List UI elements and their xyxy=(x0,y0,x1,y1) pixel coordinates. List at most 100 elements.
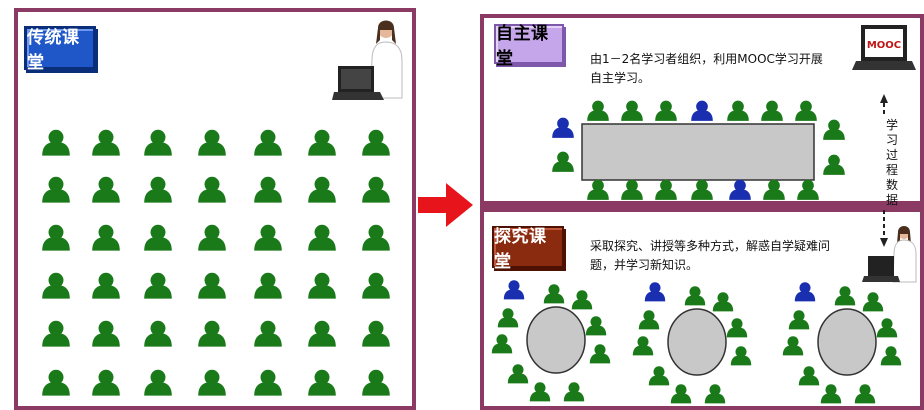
laptop-icon xyxy=(852,25,916,70)
person-icon xyxy=(670,384,692,404)
person-icon xyxy=(834,286,856,306)
leader-person-icon xyxy=(794,282,816,302)
person-icon xyxy=(198,224,226,251)
leader-person-icon xyxy=(644,282,666,302)
round-table xyxy=(526,306,586,374)
round-table xyxy=(817,308,877,376)
person-icon xyxy=(254,176,282,203)
leader-person-icon xyxy=(503,280,525,300)
autonomous-classroom-title: 自主课堂 xyxy=(494,24,564,69)
person-icon xyxy=(362,320,390,347)
person-icon xyxy=(144,369,172,396)
person-icon xyxy=(621,100,643,121)
person-icon xyxy=(880,346,902,366)
person-icon xyxy=(42,129,70,156)
person-icon xyxy=(198,129,226,156)
person-icon xyxy=(308,129,336,156)
person-icon xyxy=(144,176,172,203)
person-icon xyxy=(655,179,677,200)
person-icon xyxy=(42,224,70,251)
person-icon xyxy=(42,320,70,347)
person-icon xyxy=(798,366,820,386)
person-icon xyxy=(587,179,609,200)
learning-data-label: 学习过程数据 xyxy=(885,118,898,207)
person-icon xyxy=(585,316,607,336)
person-icon xyxy=(198,272,226,299)
person-icon xyxy=(254,224,282,251)
person-icon xyxy=(763,179,785,200)
person-icon xyxy=(712,292,734,312)
person-icon xyxy=(820,384,842,404)
person-icon xyxy=(638,310,660,330)
person-icon xyxy=(491,334,513,354)
person-icon xyxy=(854,384,876,404)
person-icon xyxy=(362,272,390,299)
person-icon xyxy=(876,318,898,338)
person-icon xyxy=(308,224,336,251)
person-icon xyxy=(507,364,529,384)
person-icon xyxy=(42,272,70,299)
person-icon xyxy=(797,179,819,200)
round-table xyxy=(667,308,727,376)
person-icon xyxy=(92,320,120,347)
person-icon xyxy=(587,100,609,121)
person-icon xyxy=(621,179,643,200)
leader-person-icon xyxy=(691,100,713,121)
teacher-icon xyxy=(332,20,403,100)
person-icon xyxy=(254,129,282,156)
mooc-label: MOOC xyxy=(867,40,901,51)
person-icon xyxy=(823,154,845,175)
person-icon xyxy=(648,366,670,386)
person-icon xyxy=(823,119,845,140)
person-icon xyxy=(691,179,713,200)
person-icon xyxy=(726,318,748,338)
person-icon xyxy=(92,129,120,156)
inquiry-description: 采取探究、讲授等多种方式，解惑自学疑难问题，并学习新知识。 xyxy=(590,239,831,272)
meeting-table xyxy=(581,123,815,181)
person-icon xyxy=(571,290,593,310)
person-icon xyxy=(144,129,172,156)
person-icon xyxy=(730,346,752,366)
panel-divider xyxy=(482,201,922,212)
teacher-icon xyxy=(862,226,917,283)
person-icon xyxy=(254,272,282,299)
person-icon xyxy=(727,100,749,121)
person-icon xyxy=(198,369,226,396)
person-icon xyxy=(92,224,120,251)
person-icon xyxy=(632,336,654,356)
person-icon xyxy=(144,224,172,251)
person-icon xyxy=(563,382,585,402)
person-icon xyxy=(308,272,336,299)
person-icon xyxy=(362,369,390,396)
person-icon xyxy=(308,369,336,396)
person-icon xyxy=(704,384,726,404)
person-icon xyxy=(254,320,282,347)
leader-person-icon xyxy=(729,179,751,200)
down-arrow-icon xyxy=(880,238,888,247)
person-icon xyxy=(198,176,226,203)
person-icon xyxy=(362,129,390,156)
person-icon xyxy=(198,320,226,347)
person-icon xyxy=(308,320,336,347)
person-icon xyxy=(144,272,172,299)
person-icon xyxy=(655,100,677,121)
person-icon xyxy=(795,100,817,121)
up-arrow-icon xyxy=(880,94,888,103)
person-icon xyxy=(254,369,282,396)
person-icon xyxy=(589,344,611,364)
person-icon xyxy=(92,176,120,203)
person-icon xyxy=(497,308,519,328)
leader-person-icon xyxy=(552,117,574,138)
person-icon xyxy=(782,336,804,356)
right-arrow-icon xyxy=(418,183,473,227)
autonomous-description: 由1－2名学习者组织，利用MOOC学习开展自主学习。 xyxy=(590,52,823,85)
traditional-classroom-title: 传统课堂 xyxy=(24,26,96,73)
person-icon xyxy=(788,310,810,330)
person-icon xyxy=(761,100,783,121)
inquiry-classroom-title: 探究课堂 xyxy=(492,226,564,272)
person-icon xyxy=(42,369,70,396)
person-icon xyxy=(144,320,172,347)
person-icon xyxy=(529,382,551,402)
person-icon xyxy=(552,151,574,172)
